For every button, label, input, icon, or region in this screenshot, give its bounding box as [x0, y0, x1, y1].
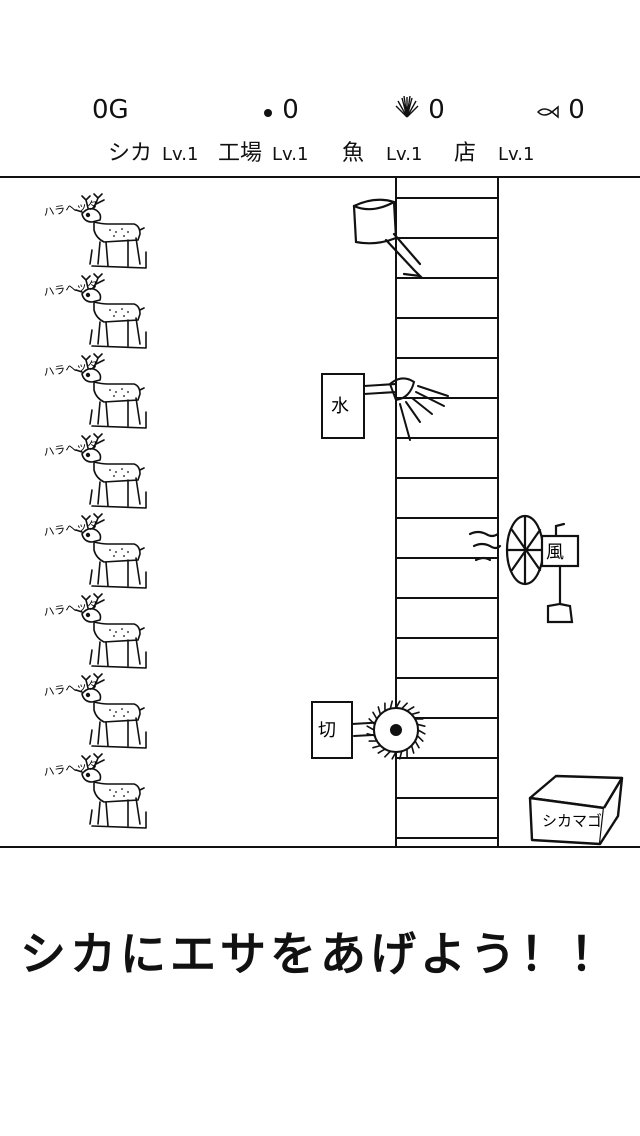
- water-label: 水: [331, 396, 349, 417]
- resource-bar: 0G 0 0 0: [0, 90, 640, 130]
- level-name: 工場: [218, 141, 263, 166]
- deer[interactable]: ハラヘッタ: [43, 753, 147, 829]
- deer[interactable]: ハラヘッタ: [43, 273, 147, 349]
- deer-herd: ハラヘッタ ハラヘッタ ハラヘッタ: [43, 193, 147, 829]
- level-name: 魚: [342, 141, 365, 166]
- deer-status: ハラヘッタ: [43, 438, 99, 459]
- cut-label: 切: [318, 720, 336, 741]
- level-factory[interactable]: 工場 Lv.1: [218, 136, 308, 172]
- cutter-machine: [311, 700, 426, 760]
- conveyor-belt: [395, 178, 499, 848]
- feed-hopper: [352, 198, 424, 278]
- fish-value: 0: [568, 95, 585, 125]
- fish-counter: 0: [536, 90, 585, 130]
- level-name: 店: [454, 141, 477, 166]
- play-field[interactable]: 水 風 切 シカマゴ: [0, 176, 640, 848]
- wind-machine: [468, 514, 580, 624]
- level-value: Lv.1: [498, 144, 535, 165]
- deer-status: ハラヘッタ: [43, 518, 99, 539]
- deer-status: ハラヘッタ: [43, 758, 99, 779]
- grass-counter: 0: [394, 90, 445, 130]
- dot-icon: [262, 91, 274, 131]
- wind-label: 風: [546, 542, 564, 563]
- level-value: Lv.1: [272, 144, 309, 165]
- hint-message: シカにエサをあげよう！！: [20, 927, 620, 981]
- gold-value: 0G: [92, 95, 129, 125]
- deer-status: ハラヘッタ: [43, 358, 99, 379]
- food-counter: 0: [262, 90, 299, 130]
- deer-status: ハラヘッタ: [43, 678, 99, 699]
- deer[interactable]: ハラヘッタ: [43, 673, 147, 749]
- deer[interactable]: ハラヘッタ: [43, 353, 147, 429]
- water-machine: [321, 373, 449, 441]
- level-fish[interactable]: 魚 Lv.1: [342, 136, 422, 172]
- level-shop[interactable]: 店 Lv.1: [454, 136, 534, 172]
- grass-value: 0: [428, 95, 445, 125]
- level-bar: シカ Lv.1 工場 Lv.1 魚 Lv.1 店 Lv.1: [0, 136, 640, 172]
- barn-label: シカマゴ: [542, 812, 602, 830]
- deer[interactable]: ハラヘッタ: [43, 193, 147, 269]
- food-value: 0: [282, 95, 299, 125]
- deer[interactable]: ハラヘッタ: [43, 433, 147, 509]
- level-value: Lv.1: [386, 144, 423, 165]
- level-value: Lv.1: [162, 144, 199, 165]
- level-name: シカ: [108, 141, 153, 166]
- deer[interactable]: ハラヘッタ: [43, 513, 147, 589]
- deer-status: ハラヘッタ: [43, 198, 99, 219]
- level-deer[interactable]: シカ Lv.1: [108, 136, 198, 172]
- fish-icon: [536, 91, 560, 131]
- field-drawing: 水 風 切 シカマゴ: [43, 178, 624, 848]
- deer-status: ハラヘッタ: [43, 278, 99, 299]
- deer[interactable]: ハラヘッタ: [43, 593, 147, 669]
- gold-counter: 0G: [92, 90, 129, 130]
- grass-icon: [394, 91, 420, 131]
- deer-barn: [528, 774, 624, 846]
- deer-status: ハラヘッタ: [43, 598, 99, 619]
